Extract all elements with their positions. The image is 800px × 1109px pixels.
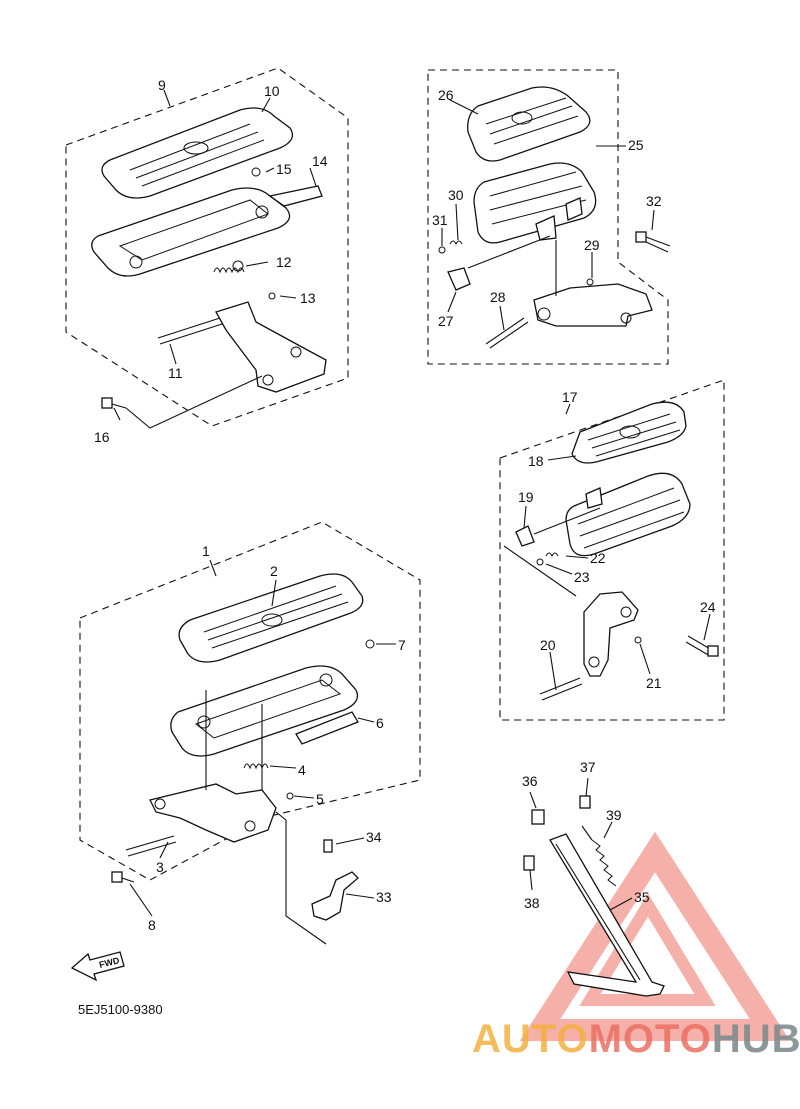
callout-23: 23 <box>574 569 590 585</box>
bracket-17 <box>583 591 639 677</box>
clip-13 <box>268 292 276 300</box>
watermark-auto: AUTO <box>472 1017 589 1061</box>
callout-28: 28 <box>490 289 506 305</box>
footboard-frame-25 <box>473 162 597 244</box>
watermark-text: AUTOMOTOHUB <box>472 1017 800 1061</box>
callout-31: 31 <box>432 212 448 228</box>
footboard-pad-18 <box>571 401 687 464</box>
callout-18: 18 <box>528 453 544 469</box>
callout-10: 10 <box>264 83 280 99</box>
callout-16: 16 <box>94 429 110 445</box>
footboard-frame <box>91 185 323 277</box>
spring-4 <box>243 763 269 770</box>
callout-37: 37 <box>580 759 596 775</box>
callout-22: 22 <box>590 550 606 566</box>
callout-25: 25 <box>628 137 644 153</box>
callout-4: 4 <box>298 762 306 778</box>
diagram-code: 5EJ5100-9380 <box>78 1002 163 1017</box>
spring-39 <box>581 825 617 887</box>
forward-arrow-icon: FWD <box>70 951 125 982</box>
footboard-bracket-lower <box>125 783 277 857</box>
sidestand-35 <box>549 833 665 997</box>
callout-36: 36 <box>522 773 538 789</box>
callout-8: 8 <box>148 917 156 933</box>
spring-12 <box>213 260 245 274</box>
callout-26: 26 <box>438 87 454 103</box>
watermark-moto: MOTO <box>589 1017 712 1061</box>
callout-7: 7 <box>398 637 406 653</box>
callout-30: 30 <box>448 187 464 203</box>
bolt-24 <box>685 635 719 657</box>
clip-21 <box>634 636 642 644</box>
callout-12: 12 <box>276 254 292 270</box>
callout-9: 9 <box>158 77 166 93</box>
callout-29: 29 <box>584 237 600 253</box>
callout-24: 24 <box>700 599 716 615</box>
screw-7 <box>365 639 375 649</box>
footboard-pad-2 <box>178 573 364 663</box>
callout-19: 19 <box>518 489 534 505</box>
group-outline-25 <box>427 69 669 365</box>
callout-1: 1 <box>202 543 210 559</box>
callout-15: 15 <box>276 161 292 177</box>
screw-15 <box>251 167 261 177</box>
pin-20 <box>539 677 583 701</box>
callout-5: 5 <box>316 791 324 807</box>
callout-20: 20 <box>540 637 556 653</box>
clip-31 <box>438 246 446 254</box>
callout-14: 14 <box>312 153 328 169</box>
pin-28 <box>485 317 529 349</box>
clip-5 <box>286 792 294 800</box>
plate-27 <box>447 267 471 291</box>
callout-6: 6 <box>376 715 384 731</box>
callout-39: 39 <box>606 807 622 823</box>
footboard-pad-10 <box>101 107 294 199</box>
clip-23 <box>536 558 544 566</box>
callout-11: 11 <box>168 365 183 381</box>
callout-17: 17 <box>562 389 578 405</box>
spring-30 <box>449 240 463 246</box>
callout-27: 27 <box>438 313 454 329</box>
group-outline-9 <box>65 67 349 427</box>
callout-13: 13 <box>300 290 316 306</box>
bolt-37 <box>579 795 591 809</box>
footboard-frame-17 <box>565 472 691 557</box>
callout-35: 35 <box>634 889 650 905</box>
plate-19 <box>515 525 535 547</box>
bolt-16 <box>101 397 127 409</box>
callout-21: 21 <box>646 675 662 691</box>
watermark-hub: HUB <box>712 1017 800 1061</box>
footboard-pad-26 <box>467 86 591 162</box>
footboard-bracket-upper <box>157 301 327 393</box>
bracket-33 <box>311 839 359 921</box>
bolt-8 <box>111 871 135 883</box>
callout-2: 2 <box>270 563 278 579</box>
callout-38: 38 <box>524 895 540 911</box>
forward-label: FWD <box>98 955 121 970</box>
pad-6 <box>295 711 359 745</box>
spring-22 <box>545 552 559 558</box>
nut-36 <box>531 809 545 825</box>
clip-29 <box>586 278 594 286</box>
footboard-frame <box>170 665 359 757</box>
callout-32: 32 <box>646 193 662 209</box>
callout-34: 34 <box>366 829 382 845</box>
bracket-25 <box>533 283 653 327</box>
callout-33: 33 <box>376 889 392 905</box>
callout-3: 3 <box>156 859 164 875</box>
bolt-32 <box>635 231 671 253</box>
nut-38 <box>523 855 535 871</box>
